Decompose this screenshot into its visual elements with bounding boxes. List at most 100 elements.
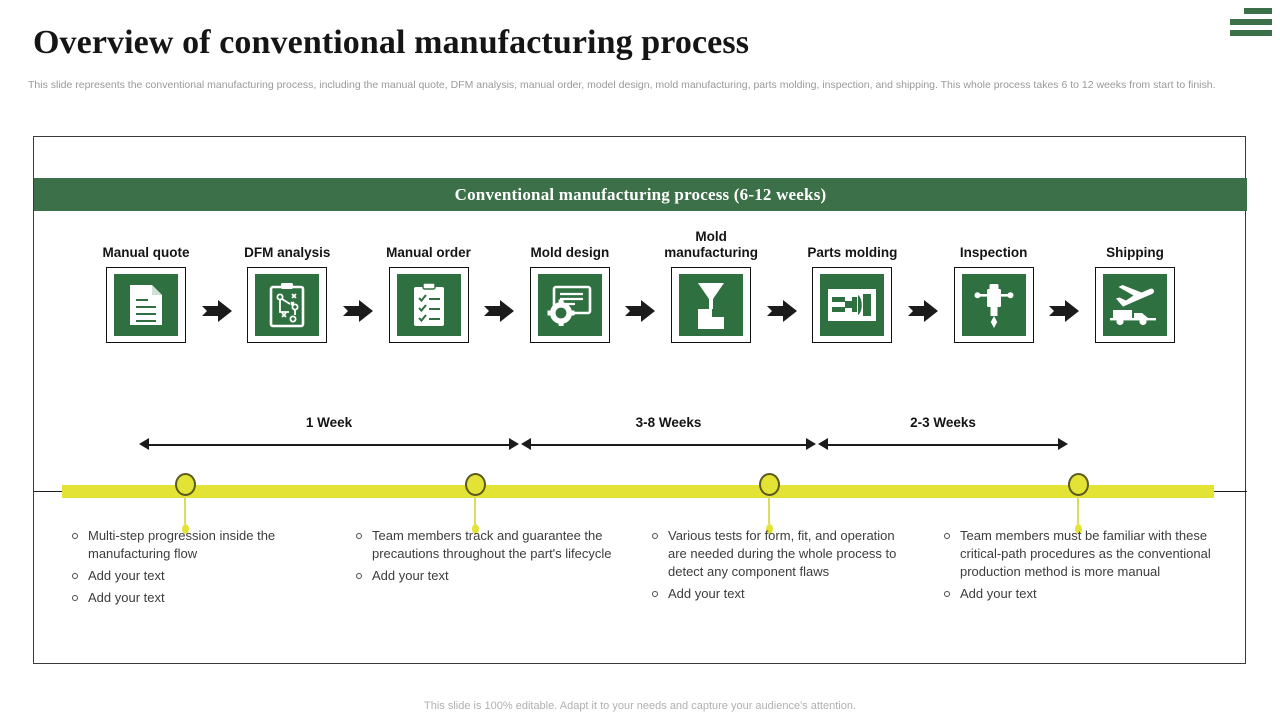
timeline-marker-tip — [181, 524, 189, 534]
timeline-marker-3[interactable] — [746, 473, 792, 534]
clipboard-checklist-icon — [396, 274, 461, 336]
right-arrow-icon — [341, 273, 375, 349]
page-title: Overview of conventional manufacturing p… — [33, 24, 750, 61]
circle-bullet-icon — [72, 533, 78, 539]
process-step-2[interactable]: DFM analysis — [235, 227, 339, 343]
timeline-marker-tip — [1074, 524, 1082, 534]
duration-bar — [529, 444, 808, 446]
duration-bar — [826, 444, 1060, 446]
timeline-marker-stem — [768, 496, 770, 524]
notes-columns: Multi-step progression inside the manufa… — [34, 527, 1247, 647]
note-list-item: Add your text — [652, 585, 907, 603]
duration-measure-2: 3-8 Weeks — [521, 415, 816, 471]
injection-molding-machine-icon — [820, 274, 885, 336]
note-list-item: Add your text — [944, 585, 1219, 603]
right-arrow-icon — [765, 273, 799, 349]
note-text: Multi-step progression inside the manufa… — [88, 528, 276, 561]
footer-note: This slide is 100% editable. Adapt it to… — [424, 700, 856, 712]
process-step-8[interactable]: Shipping — [1083, 227, 1187, 343]
process-step-icon-box[interactable] — [671, 267, 752, 343]
timeline-marker-2[interactable] — [452, 473, 498, 534]
timeline-bar — [62, 485, 1214, 498]
circle-bullet-icon — [356, 533, 362, 539]
logo-bar-2 — [1230, 19, 1272, 25]
funnel-mold-icon — [679, 274, 744, 336]
arrow-cap-right-icon — [509, 438, 519, 450]
note-text: Add your text — [88, 590, 165, 605]
note-text: Various tests for form, fit, and operati… — [668, 528, 897, 579]
notes-column-1: Multi-step progression inside the manufa… — [72, 527, 342, 611]
arrow-cap-right-icon — [1058, 438, 1068, 450]
arrow-cap-left-icon — [818, 438, 828, 450]
circle-bullet-icon — [944, 591, 950, 597]
process-step-6[interactable]: Parts molding — [800, 227, 904, 343]
process-step-icon-box[interactable] — [1094, 267, 1175, 343]
note-list-item: Add your text — [72, 589, 342, 607]
process-step-icon-box[interactable] — [812, 267, 893, 343]
right-arrow-icon — [623, 273, 657, 349]
timeline-marker-dot — [464, 473, 486, 496]
process-step-icon-box[interactable] — [388, 267, 469, 343]
timeline-marker-stem — [184, 496, 186, 524]
notes-column-2: Team members track and guarantee the pre… — [356, 527, 621, 589]
process-step-label: Parts molding — [807, 245, 898, 260]
circle-bullet-icon — [72, 595, 78, 601]
circle-bullet-icon — [356, 573, 362, 579]
notes-column-4: Team members must be familiar with these… — [944, 527, 1219, 607]
right-arrow-icon — [200, 273, 234, 349]
timeline-marker-tip — [765, 524, 773, 534]
note-list-item: Various tests for form, fit, and operati… — [652, 527, 907, 581]
process-step-label: Shipping — [1106, 245, 1164, 260]
logo-bar-1 — [1244, 8, 1272, 14]
process-step-label: Mold manufacturing — [664, 229, 758, 260]
process-band-title: Conventional manufacturing process (6-12… — [454, 184, 827, 204]
timeline-marker-tip — [471, 524, 479, 534]
process-step-4[interactable]: Mold design — [518, 227, 622, 343]
process-step-icon-box[interactable] — [106, 267, 186, 343]
logo-bar-3 — [1230, 30, 1272, 36]
note-text: Add your text — [960, 586, 1037, 601]
arrow-cap-left-icon — [139, 438, 149, 450]
note-text: Add your text — [88, 568, 165, 583]
right-arrow-icon — [906, 273, 940, 349]
process-step-3[interactable]: Manual order — [377, 227, 481, 343]
duration-arrow-line — [521, 436, 816, 454]
note-list-item: Add your text — [356, 567, 621, 585]
timeline-marker-dot — [758, 473, 780, 496]
right-arrow-icon — [482, 273, 516, 349]
process-step-5[interactable]: Mold manufacturing — [659, 227, 763, 343]
note-text: Add your text — [668, 586, 745, 601]
duration-label: 2-3 Weeks — [910, 415, 976, 430]
timeline-marker-stem — [474, 496, 476, 524]
notes-column-3: Various tests for form, fit, and operati… — [652, 527, 907, 607]
duration-arrow-line — [139, 436, 519, 454]
arrow-cap-left-icon — [521, 438, 531, 450]
process-steps-row: Manual quote DFM analysis Manual order Mold… — [34, 227, 1247, 417]
circle-bullet-icon — [652, 533, 658, 539]
timeline-marker-1[interactable] — [162, 473, 208, 534]
circle-bullet-icon — [652, 591, 658, 597]
process-step-icon-box[interactable] — [529, 267, 610, 343]
duration-measures-row: 1 Week 3-8 Weeks 2-3 Weeks — [34, 415, 1247, 505]
jackhammer-probe-icon — [961, 274, 1026, 336]
duration-label: 1 Week — [305, 415, 353, 430]
slide-content-frame: Conventional manufacturing process (6-12… — [33, 136, 1247, 664]
screen-gear-icon — [537, 274, 602, 336]
process-step-icon-box[interactable] — [953, 267, 1034, 343]
page-subtitle: This slide represents the conventional m… — [28, 79, 1216, 91]
process-step-7[interactable]: Inspection — [942, 227, 1046, 343]
note-text: Add your text — [372, 568, 449, 583]
note-list-item: Team members track and guarantee the pre… — [356, 527, 621, 563]
timeline-marker-4[interactable] — [1055, 473, 1101, 534]
circle-bullet-icon — [944, 533, 950, 539]
process-step-1[interactable]: Manual quote — [94, 227, 198, 343]
note-text: Team members must be familiar with these… — [960, 528, 1211, 579]
process-band: Conventional manufacturing process (6-12… — [34, 178, 1247, 211]
document-lines-icon — [114, 274, 178, 336]
note-list-item: Add your text — [72, 567, 342, 585]
process-step-icon-box[interactable] — [247, 267, 328, 343]
brand-logo-mark — [1230, 8, 1272, 36]
note-text: Team members track and guarantee the pre… — [372, 528, 612, 561]
duration-measure-1: 1 Week — [139, 415, 519, 471]
plane-truck-icon — [1102, 274, 1167, 336]
